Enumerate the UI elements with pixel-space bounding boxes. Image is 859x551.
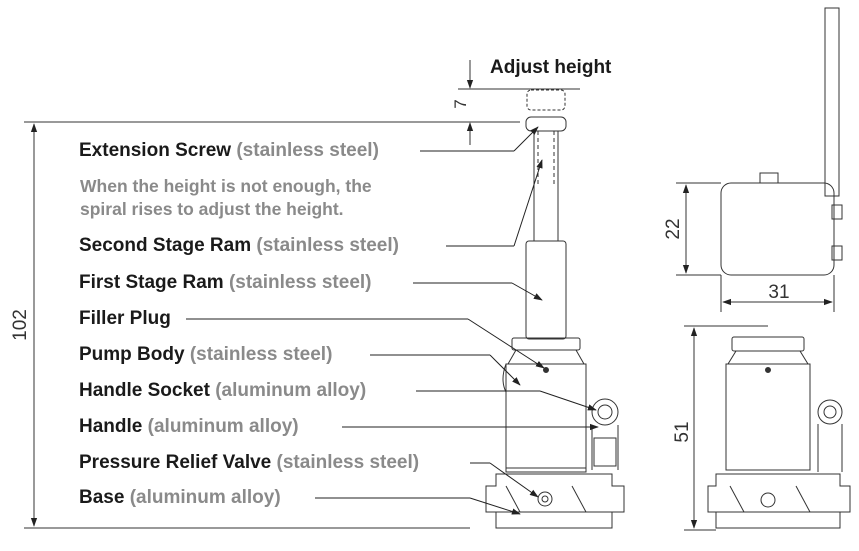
dimension-top-width-value: 31 xyxy=(768,282,789,303)
dimension-adjust-value: 7 xyxy=(451,99,470,108)
label-second-stage-ram: Second Stage Ram (stainless steel) xyxy=(79,236,399,256)
dimension-total-height xyxy=(24,121,520,529)
adjust-height-label: Adjust height xyxy=(490,57,612,78)
label-first-stage-ram: First Stage Ram (stainless steel) xyxy=(79,273,372,293)
part-name: Pump Body xyxy=(79,344,185,365)
part-name: Handle xyxy=(79,416,143,437)
dimension-side-height-value: 51 xyxy=(672,421,693,442)
part-material: (aluminum alloy) xyxy=(147,416,299,437)
jack-top-view xyxy=(676,7,843,312)
part-name: Filler Plug xyxy=(79,308,171,329)
part-material: (aluminum alloy) xyxy=(129,487,281,508)
jack-front-view xyxy=(485,89,625,529)
dimension-top-height-value: 22 xyxy=(663,218,684,239)
part-material: (stainless steel) xyxy=(236,140,379,161)
label-pressure-relief-valve: Pressure Relief Valve (stainless steel) xyxy=(79,453,419,473)
part-material: (stainless steel) xyxy=(189,344,333,365)
label-handle-socket: Handle Socket (aluminum alloy) xyxy=(79,381,366,401)
dimension-total-height-value: 102 xyxy=(10,309,31,341)
jack-side-view xyxy=(684,325,851,531)
label-filler-plug: Filler Plug xyxy=(79,309,171,329)
note-line-2: spiral rises to adjust the height. xyxy=(80,199,344,219)
part-material: (stainless steel) xyxy=(228,272,372,293)
part-name: Pressure Relief Valve xyxy=(79,452,272,473)
part-name: Base xyxy=(79,487,125,508)
label-pump-body: Pump Body (stainless steel) xyxy=(79,345,332,365)
part-name: Handle Socket xyxy=(79,380,210,401)
label-handle: Handle (aluminum alloy) xyxy=(79,417,299,437)
part-name: First Stage Ram xyxy=(79,272,224,293)
part-material: (stainless steel) xyxy=(276,452,420,473)
part-material: (stainless steel) xyxy=(256,235,399,256)
label-extension-screw: Extension Screw (stainless steel) xyxy=(79,141,379,161)
part-name: Extension Screw xyxy=(79,140,232,161)
part-name: Second Stage Ram xyxy=(79,235,252,256)
part-material: (aluminum alloy) xyxy=(215,380,367,401)
leader-lines xyxy=(186,126,599,515)
dimension-adjust-height xyxy=(458,60,580,145)
note-line-1: When the height is not enough, the xyxy=(80,176,372,196)
label-base: Base (aluminum alloy) xyxy=(79,488,281,508)
